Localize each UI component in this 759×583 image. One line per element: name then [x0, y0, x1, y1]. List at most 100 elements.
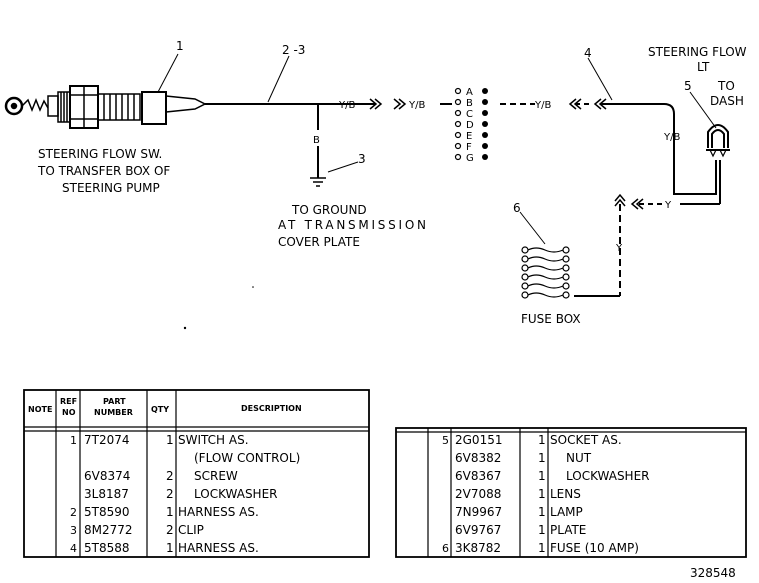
- svg-text:1: 1: [538, 523, 546, 537]
- svg-text:LOCKWASHER: LOCKWASHER: [194, 487, 278, 501]
- table-row: 6V8382 1 NUT: [455, 451, 592, 465]
- table-row: 2 5T8590 1 HARNESS AS.: [70, 505, 259, 519]
- table-row: 3 8M2772 2 CLIP: [70, 523, 204, 537]
- connector-pin-b: B: [466, 98, 473, 109]
- svg-text:1: 1: [166, 541, 174, 555]
- svg-text:2: 2: [166, 523, 174, 537]
- connector-pin-e: E: [466, 131, 472, 142]
- table-row: (FLOW CONTROL): [194, 451, 300, 465]
- dash-label-line-2: DASH: [710, 94, 744, 108]
- header-description: DESCRIPTION: [241, 404, 302, 413]
- fuse-box-label: FUSE BOX: [521, 312, 581, 326]
- svg-text:LAMP: LAMP: [550, 505, 583, 519]
- svg-text:6V8367: 6V8367: [455, 469, 501, 483]
- wire-harness: [205, 103, 721, 297]
- header-ref-2: NO: [62, 408, 76, 417]
- svg-text:HARNESS AS.: HARNESS AS.: [178, 505, 259, 519]
- callout-2-3: 2 -3: [282, 43, 305, 57]
- lamp-socket: [706, 124, 730, 158]
- connector-pin-f: F: [466, 142, 472, 153]
- switch-label-line-1: STEERING FLOW SW.: [38, 147, 162, 161]
- ground-symbol: [310, 177, 326, 187]
- multi-pin-connector: A B C D E F G: [454, 87, 488, 164]
- svg-text:2: 2: [166, 487, 174, 501]
- wire-label-yb-2: Y/B: [408, 100, 425, 111]
- svg-text:1: 1: [538, 505, 546, 519]
- header-qty: QTY: [151, 405, 169, 414]
- svg-text:1: 1: [70, 434, 77, 447]
- svg-text:6: 6: [442, 542, 449, 555]
- svg-text:7N9967: 7N9967: [455, 505, 502, 519]
- ground-label-line-3: COVER PLATE: [278, 235, 360, 249]
- connector-pin-g: G: [466, 153, 474, 164]
- connector-pin-d: D: [466, 120, 474, 131]
- switch-label-line-2: TO TRANSFER BOX OF: [37, 164, 170, 178]
- callout-5: 5: [684, 79, 692, 93]
- callout-3: 3: [358, 152, 366, 166]
- svg-text:3L8187: 3L8187: [84, 487, 129, 501]
- svg-text:2G0151: 2G0151: [455, 433, 502, 447]
- lamp-label-line-2: LT: [697, 60, 710, 74]
- svg-text:PLATE: PLATE: [550, 523, 586, 537]
- svg-text:LOCKWASHER: LOCKWASHER: [566, 469, 650, 483]
- header-note: NOTE: [28, 405, 52, 414]
- table-row: 1 7T2074 1 SWITCH AS.: [70, 433, 249, 447]
- drawing-number: 328548: [690, 566, 736, 580]
- svg-text:1: 1: [538, 469, 546, 483]
- svg-text:6V8382: 6V8382: [455, 451, 501, 465]
- wire-label-yb-1: Y/B: [338, 100, 355, 111]
- table-row: 7N9967 1 LAMP: [455, 505, 583, 519]
- connector-pin-c: C: [466, 109, 473, 120]
- svg-text:4: 4: [70, 542, 77, 555]
- svg-text:LENS: LENS: [550, 487, 581, 501]
- svg-text:5: 5: [442, 434, 449, 447]
- svg-text:1: 1: [538, 451, 546, 465]
- leader-lines: [157, 53, 717, 245]
- wire-label-b: B: [313, 135, 320, 146]
- switch-label-line-3: STEERING PUMP: [62, 181, 160, 195]
- table-row: 4 5T8588 1 HARNESS AS.: [70, 541, 259, 555]
- dash-label-line-1: TO: [717, 79, 735, 93]
- table-row: 3L8187 2 LOCKWASHER: [84, 487, 278, 501]
- svg-text:SOCKET AS.: SOCKET AS.: [550, 433, 622, 447]
- wire-label-y-1: Y: [664, 200, 672, 211]
- svg-text:7T2074: 7T2074: [84, 433, 130, 447]
- svg-text:2: 2: [166, 469, 174, 483]
- table-row: 6V8367 1 LOCKWASHER: [455, 469, 650, 483]
- steering-flow-switch: [4, 85, 207, 129]
- svg-text:8M2772: 8M2772: [84, 523, 133, 537]
- svg-text:5T8588: 5T8588: [84, 541, 130, 555]
- connector-pin-a: A: [466, 87, 473, 98]
- svg-text:(FLOW CONTROL): (FLOW CONTROL): [194, 451, 300, 465]
- connector-arrows: [369, 98, 644, 210]
- ground-label-line-1: TO GROUND: [291, 203, 367, 217]
- table-row: 6 3K8782 1 FUSE (10 AMP): [442, 541, 639, 555]
- svg-text:1: 1: [166, 505, 174, 519]
- table-row: 5 2G0151 1 SOCKET AS.: [442, 433, 622, 447]
- svg-text:3K8782: 3K8782: [455, 541, 501, 555]
- svg-text:SCREW: SCREW: [194, 469, 238, 483]
- header-ref-1: REF: [60, 397, 77, 406]
- svg-text:2: 2: [70, 506, 77, 519]
- wire-label-y-2: Y: [615, 243, 623, 254]
- table-row: 6V9767 1 PLATE: [455, 523, 586, 537]
- header-part-1: PART: [103, 397, 126, 406]
- svg-text:FUSE (10 AMP): FUSE (10 AMP): [550, 541, 639, 555]
- svg-text:HARNESS AS.: HARNESS AS.: [178, 541, 259, 555]
- svg-text:6V9767: 6V9767: [455, 523, 501, 537]
- wire-label-yb-4: Y/B: [663, 132, 680, 143]
- table-row: 2V7088 1 LENS: [455, 487, 581, 501]
- callout-1: 1: [176, 39, 184, 53]
- svg-text:6V8374: 6V8374: [84, 469, 130, 483]
- table-row: 6V8374 2 SCREW: [84, 469, 238, 483]
- callout-6: 6: [513, 201, 521, 215]
- parts-table-left: NOTE REF NO PART NUMBER QTY DESCRIPTION …: [23, 389, 370, 558]
- lamp-label-line-1: STEERING FLOW: [648, 45, 747, 59]
- svg-text:2V7088: 2V7088: [455, 487, 501, 501]
- wire-label-yb-3: Y/B: [534, 100, 551, 111]
- ground-label-line-2: AT TRANSMISSION: [278, 218, 426, 232]
- svg-text:1: 1: [166, 433, 174, 447]
- svg-text:SWITCH AS.: SWITCH AS.: [178, 433, 249, 447]
- parts-table-right: 5 2G0151 1 SOCKET AS. 6V8382 1 NUT 6V836…: [395, 427, 747, 558]
